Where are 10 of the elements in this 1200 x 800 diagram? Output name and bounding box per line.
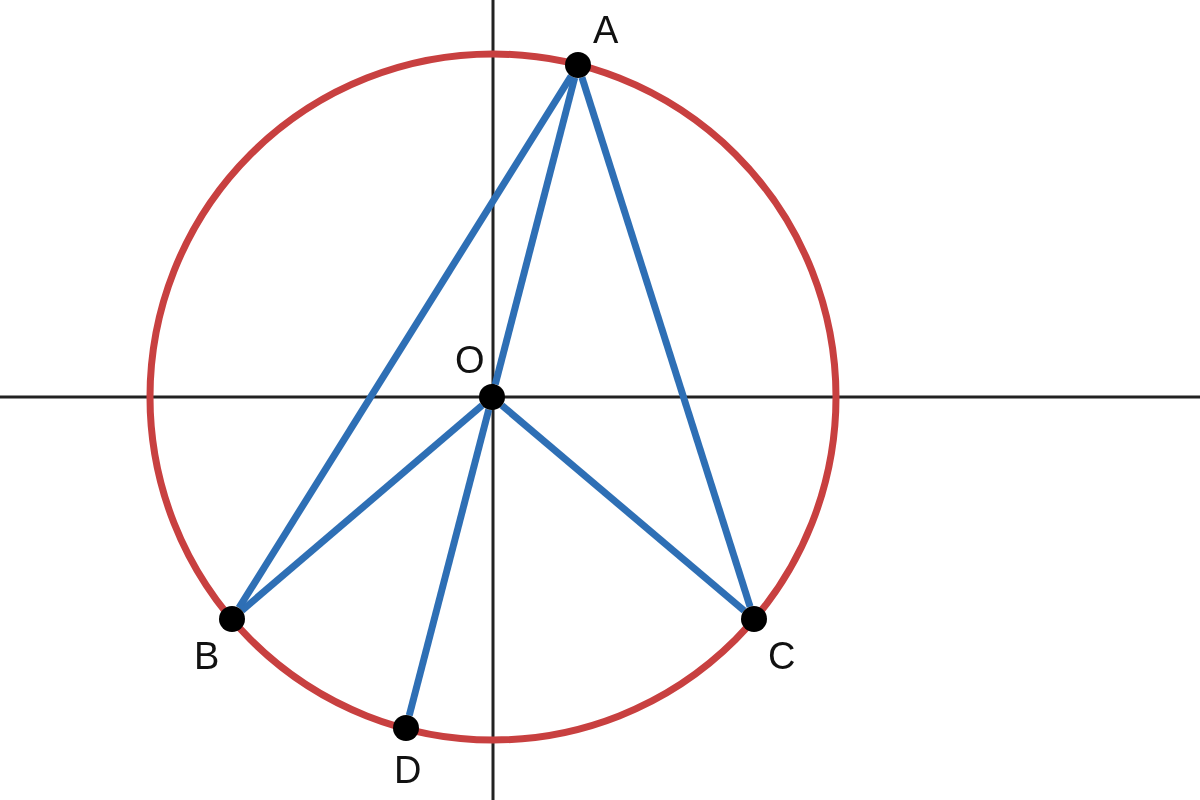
line-segment bbox=[491, 76, 579, 386]
point-label: A bbox=[593, 8, 619, 52]
line-segment bbox=[578, 76, 754, 608]
line-segment bbox=[239, 402, 485, 614]
point-label: D bbox=[394, 748, 422, 792]
line-segment bbox=[499, 402, 747, 614]
point-label: C bbox=[768, 634, 796, 678]
point-label: O bbox=[455, 338, 485, 382]
point-label: B bbox=[194, 634, 220, 678]
line-segment bbox=[405, 408, 493, 717]
